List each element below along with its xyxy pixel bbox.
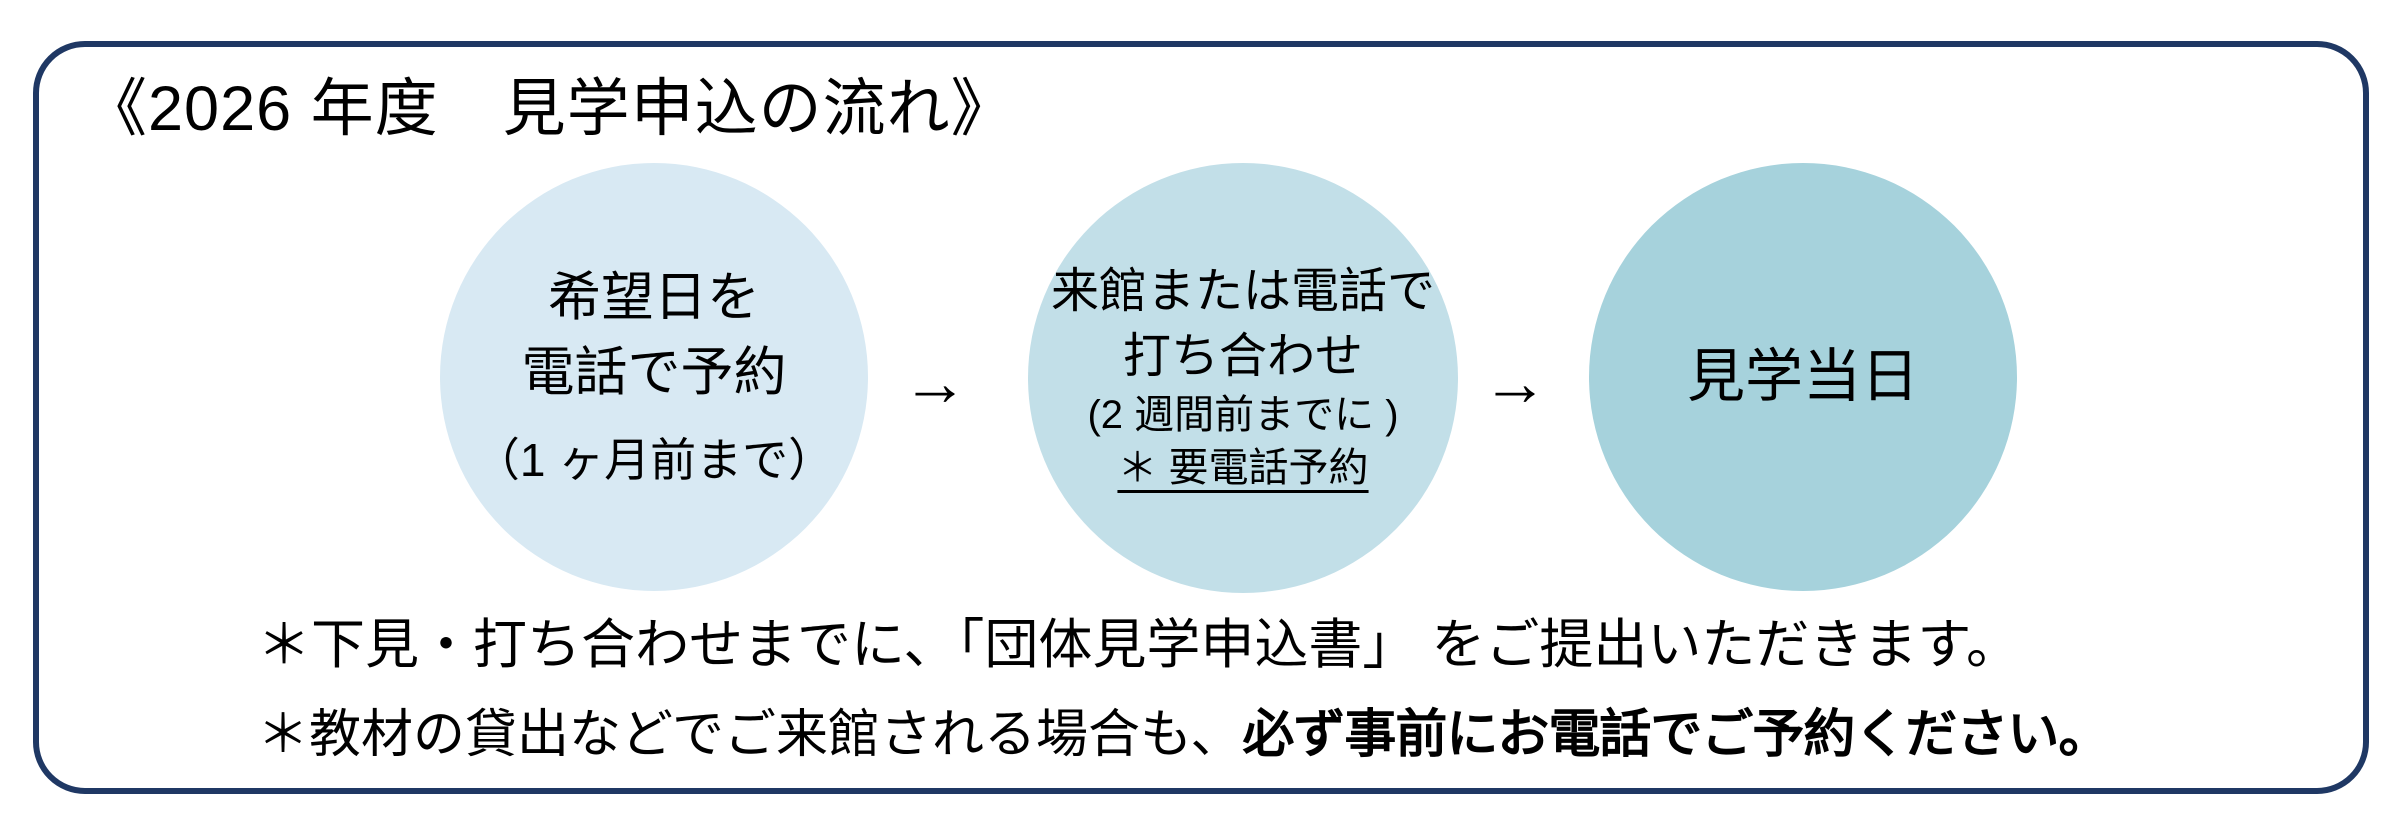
page-title: 《2026 年度 見学申込の流れ》	[84, 74, 1015, 144]
flow-step-circle-meeting: 来館または電話で 打ち合わせ (2 週間前までに ) ＊ 要電話予約	[1028, 163, 1458, 593]
footnote-application-form: ＊下見・打ち合わせまでに、「団体見学申込書」 をご提出いただきます。	[257, 612, 2020, 680]
footnote-phone-reservation: ＊教材の貸出などでご来館される場合も、必ず事前にお電話でご予約ください。	[257, 703, 2110, 768]
step-2-deadline: (2 週間前までに )	[1087, 393, 1399, 437]
arrow-right-icon: →	[1482, 345, 1548, 419]
step-2-phone-note: ＊ 要電話予約	[1117, 446, 1369, 490]
step-1-line-1: 希望日を	[548, 268, 760, 327]
footnote-1-text: ＊下見・打ち合わせまでに、「団体見学申込書」 をご提出いただきます。	[257, 615, 2020, 675]
footnote-2-bold: 必ず事前にお電話でご予約ください。	[1242, 706, 2110, 764]
flow-step-circle-visit-day: 見学当日	[1589, 163, 2017, 591]
flow-step-circle-reserve: 希望日を 電話で予約 （1 ヶ月前まで）	[440, 163, 868, 591]
footnote-2-text: ＊教材の貸出などでご来館される場合も、	[257, 706, 1243, 764]
step-1-deadline: （1 ヶ月前まで）	[473, 434, 835, 486]
step-2-line-2: 打ち合わせ	[1122, 330, 1363, 383]
arrow-right-icon: →	[902, 345, 968, 419]
step-3-line-1: 見学当日	[1686, 344, 1919, 409]
step-1-line-2: 電話で予約	[521, 343, 787, 402]
step-2-line-1: 来館または電話で	[1050, 265, 1435, 318]
